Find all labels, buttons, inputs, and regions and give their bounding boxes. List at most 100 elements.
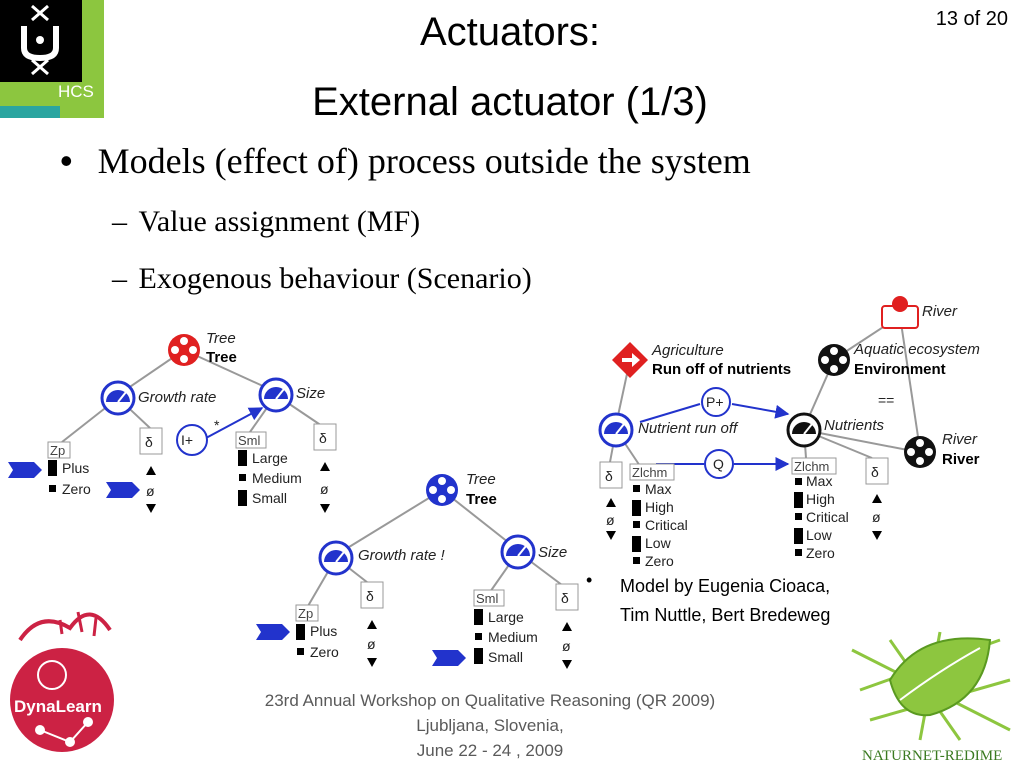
footer-line-2: Ljubljana, Slovenia, <box>416 716 564 735</box>
qspace-value: Medium <box>252 470 302 486</box>
qspace-interval <box>474 609 483 625</box>
bullet-main-text: Models (effect of) process outside the s… <box>97 141 751 181</box>
qspace-interval <box>238 490 247 506</box>
credit-line-1: Model by Eugenia Cioaca, <box>620 576 831 596</box>
quantity-gauge-icon <box>786 412 822 448</box>
derivative-box <box>599 461 623 489</box>
equality-label: == <box>878 392 894 408</box>
river-agent-icon <box>881 296 919 329</box>
quantity-gauge-icon <box>500 534 536 570</box>
quantity-label: Growth rate <box>138 389 216 406</box>
dynalearn-label: DynaLearn <box>14 697 102 716</box>
naturnet-logo: NATURNET-REDIME <box>851 631 1011 764</box>
entity-icon <box>426 474 458 506</box>
footer: 23rd Annual Workshop on Qualitative Reas… <box>180 688 800 763</box>
qspace-value: Large <box>488 609 524 625</box>
bullet-main: • Models (effect of) process outside the… <box>60 140 751 182</box>
value-assignment-arrow-icon <box>106 482 140 498</box>
zero-symbol: ø <box>367 636 376 652</box>
qspace-value: Max <box>645 481 671 497</box>
derivative-box <box>313 423 337 451</box>
qspace-value: Zero <box>62 481 91 497</box>
delta-label: δ <box>145 434 153 450</box>
influence-arrow <box>205 407 264 439</box>
entity-type-label: Tree <box>206 330 236 347</box>
diagram-2: Tree Tree Growth rate ! Size δ ø δ ø Zp … <box>256 471 579 669</box>
quantity-label: Growth rate ! <box>358 547 446 564</box>
credit-text: Model by Eugenia Cioaca, Tim Nuttle, Ber… <box>620 572 830 630</box>
qspace-interval <box>48 460 57 476</box>
influence-label: I+ <box>181 432 193 448</box>
entity-type-label: River <box>942 431 978 448</box>
qspace-interval <box>794 492 803 508</box>
qspace-header <box>473 589 505 607</box>
qspace-point <box>297 648 304 655</box>
hcs-label: HCS <box>58 82 94 101</box>
qspace-interval <box>794 528 803 544</box>
bullet-dash: – <box>112 262 127 295</box>
uva-hcs-logo: HCS <box>0 0 104 118</box>
qspace-header <box>47 441 71 459</box>
proportionality-label: P+ <box>706 394 724 410</box>
qspace-value: Small <box>252 490 287 506</box>
qspace-value: High <box>806 491 835 507</box>
qspace-value: Plus <box>62 460 89 476</box>
zero-symbol: ø <box>320 481 329 497</box>
footer-line-1: 23rd Annual Workshop on Qualitative Reas… <box>264 691 716 710</box>
qspace-interval <box>474 648 483 664</box>
bullet-sub-2-text: Exogenous behaviour (Scenario) <box>138 262 532 295</box>
slide-title-line2: External actuator (1/3) <box>312 80 708 124</box>
delta-label: δ <box>561 590 569 606</box>
qspace-value: High <box>645 499 674 515</box>
quantity-gauge-icon <box>258 377 294 413</box>
qspace-name: Zlchm <box>794 459 829 474</box>
agent-type-label: Agriculture <box>651 342 724 359</box>
qspace-name: Sml <box>476 591 499 606</box>
proportionality-line <box>639 403 701 423</box>
qspace-point <box>633 485 640 492</box>
zero-symbol: ø <box>872 509 881 525</box>
derivative-box <box>865 457 889 485</box>
qspace-interval <box>296 624 305 640</box>
dynalearn-logo: DynaLearn <box>10 611 114 752</box>
correspondence-node <box>704 449 734 479</box>
qspace-point <box>633 557 640 564</box>
qspace-value: Critical <box>806 509 849 525</box>
correspondence-label: Q <box>713 456 724 472</box>
qspace-value: Low <box>806 527 833 543</box>
qspace-name: Sml <box>238 433 261 448</box>
qspace-value: Zero <box>645 553 674 569</box>
derivative-arrows <box>606 498 616 540</box>
correspondence-star: * <box>214 417 220 433</box>
diagram-3: River Agriculture Run off of nutrients A… <box>598 296 980 569</box>
derivative-box <box>139 427 163 455</box>
qspace-value: Medium <box>488 629 538 645</box>
quantity-label: Size <box>538 544 567 561</box>
zero-symbol: ø <box>146 483 155 499</box>
delta-label: δ <box>366 588 374 604</box>
qspace-header <box>791 457 837 475</box>
quantity-label: Nutrient run off <box>638 420 739 437</box>
delta-label: δ <box>319 430 327 446</box>
qspace-value: Critical <box>645 517 688 533</box>
qspace-value: Plus <box>310 623 337 639</box>
qspace-value: Small <box>488 649 523 665</box>
qspace-header <box>629 463 675 481</box>
entity-icon <box>168 334 200 366</box>
quantity-gauge-icon <box>598 412 634 448</box>
quantity-label: Nutrients <box>824 417 885 434</box>
qspace-point <box>239 474 246 481</box>
qspace-value: Max <box>806 473 832 489</box>
qspace-interval <box>632 536 641 552</box>
zero-symbol: ø <box>562 638 571 654</box>
quantity-gauge-icon <box>318 540 354 576</box>
credit-line-2: Tim Nuttle, Bert Bredeweg <box>620 605 831 625</box>
influence-node <box>176 424 208 456</box>
qspace-value: Large <box>252 450 288 466</box>
proportionality-arrow <box>731 403 790 419</box>
entity-name-label: River <box>942 451 980 468</box>
entity-name-label: Tree <box>466 491 497 508</box>
agriculture-agent-icon <box>612 342 648 378</box>
qspace-point <box>49 485 56 492</box>
derivative-box <box>555 583 579 611</box>
